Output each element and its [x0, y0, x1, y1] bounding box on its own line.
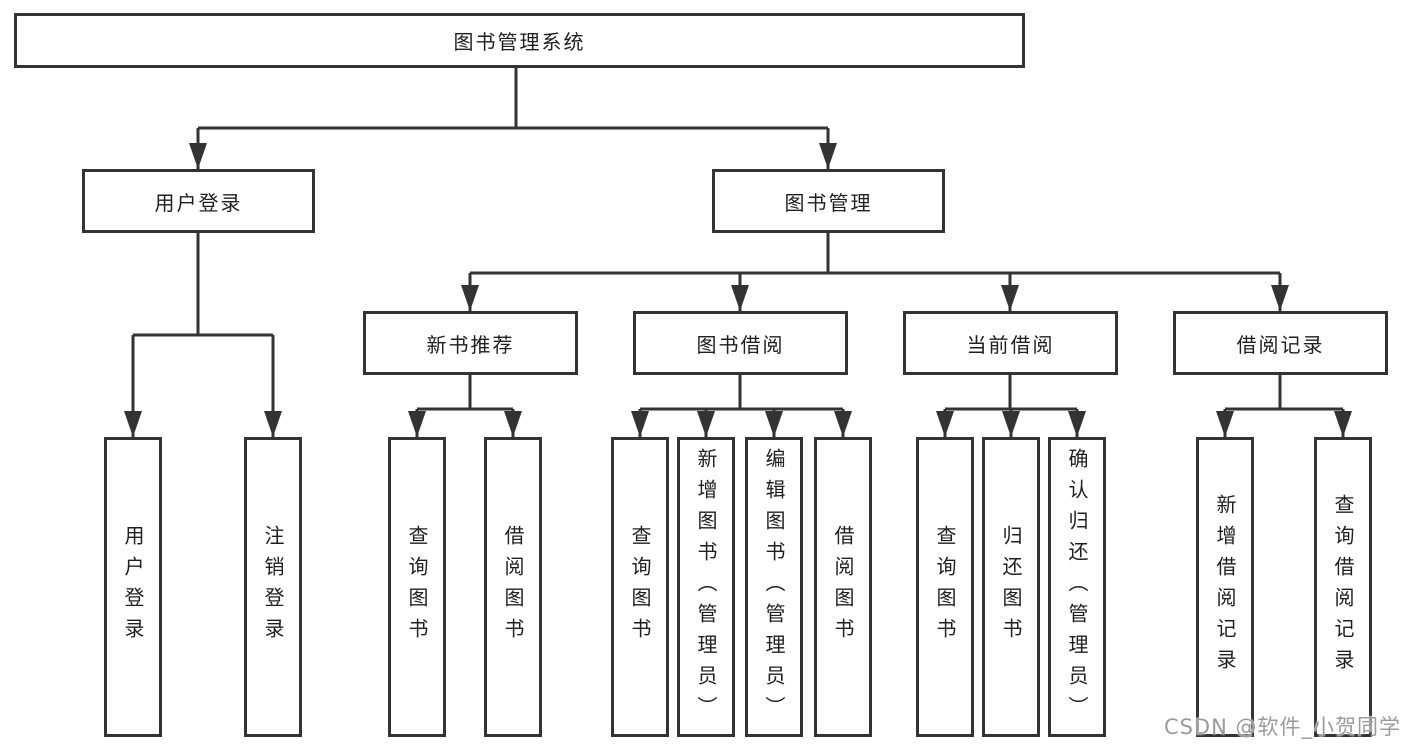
arrowheads — [124, 143, 1352, 437]
leaf-add-borrow-record-label: 新增借阅记录 — [1213, 494, 1237, 680]
leaf-borrow-books-borrow: 借阅图书 — [814, 437, 872, 737]
leaf-edit-book-admin-label: 编辑图书（管理员） — [762, 447, 786, 727]
watermark: CSDN @软件_小贺同学 — [1163, 715, 1401, 739]
leaf-query-books-borrow-label: 查询图书 — [628, 525, 652, 649]
leaf-user-login-label: 用户登录 — [121, 525, 145, 649]
leaf-return-book-label: 归还图书 — [999, 525, 1023, 649]
leaf-borrow-books-recommend-label: 借阅图书 — [501, 525, 525, 649]
leaf-confirm-return-admin: 确认归还（管理员） — [1048, 437, 1106, 737]
node-book-management-label: 图书管理 — [784, 190, 873, 215]
leaf-add-book-admin: 新增图书（管理员） — [677, 437, 735, 737]
node-book-borrow: 图书借阅 — [633, 311, 848, 375]
leaf-query-borrow-record-label: 查询借阅记录 — [1331, 494, 1355, 680]
leaf-query-books-current-label: 查询图书 — [933, 525, 957, 649]
leaf-user-login: 用户登录 — [104, 437, 162, 737]
node-user-login-label: 用户登录 — [154, 190, 243, 215]
leaf-return-book: 归还图书 — [982, 437, 1040, 737]
leaf-query-books-recommend-label: 查询图书 — [405, 525, 429, 649]
leaf-query-borrow-record: 查询借阅记录 — [1314, 437, 1372, 737]
node-borrow-records: 借阅记录 — [1173, 311, 1388, 375]
node-current-borrow-label: 当前借阅 — [966, 332, 1055, 357]
leaf-logout: 注销登录 — [244, 437, 302, 737]
node-borrow-records-label: 借阅记录 — [1236, 332, 1325, 357]
leaf-borrow-books-recommend: 借阅图书 — [484, 437, 542, 737]
leaf-query-books-current: 查询图书 — [916, 437, 974, 737]
node-user-login: 用户登录 — [82, 169, 315, 233]
leaf-add-book-admin-label: 新增图书（管理员） — [694, 447, 718, 727]
leaf-add-borrow-record: 新增借阅记录 — [1196, 437, 1254, 737]
leaf-query-books-recommend: 查询图书 — [388, 437, 446, 737]
node-root: 图书管理系统 — [14, 13, 1025, 68]
leaf-confirm-return-admin-label: 确认归还（管理员） — [1065, 447, 1089, 727]
node-current-borrow: 当前借阅 — [903, 311, 1118, 375]
node-book-management: 图书管理 — [712, 169, 945, 233]
leaf-logout-label: 注销登录 — [261, 525, 285, 649]
node-new-book-recommend-label: 新书推荐 — [426, 332, 515, 357]
leaf-edit-book-admin: 编辑图书（管理员） — [745, 437, 803, 737]
node-root-label: 图书管理系统 — [453, 30, 586, 54]
leaf-borrow-books-borrow-label: 借阅图书 — [831, 525, 855, 649]
node-book-borrow-label: 图书借阅 — [696, 332, 785, 357]
node-new-book-recommend: 新书推荐 — [363, 311, 578, 375]
leaf-query-books-borrow: 查询图书 — [611, 437, 669, 737]
